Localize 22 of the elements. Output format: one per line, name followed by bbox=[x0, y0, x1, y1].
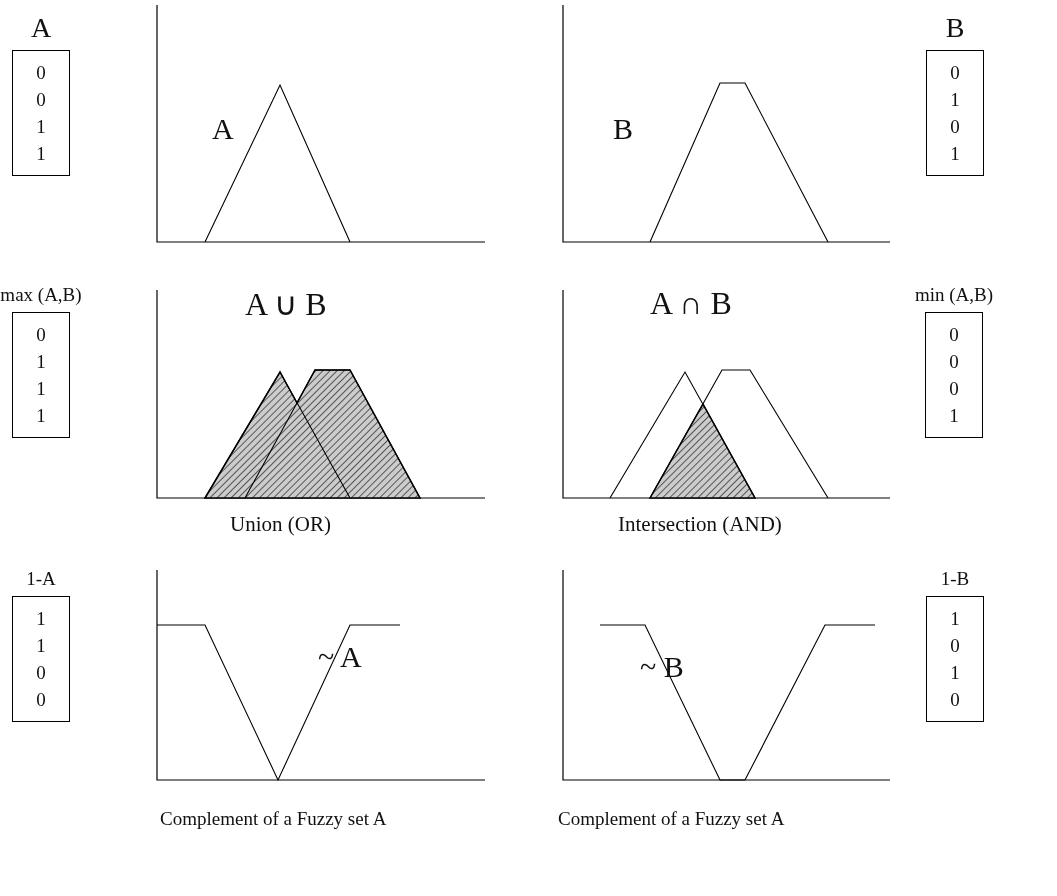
plot-caption: Union (OR) bbox=[230, 512, 331, 537]
membership-value-table: 1 0 1 0 bbox=[926, 596, 984, 722]
plot-caption: Complement of a Fuzzy set A bbox=[558, 808, 785, 830]
operation-symbol: A ∩ B bbox=[650, 285, 732, 322]
set-heading: 1-A bbox=[26, 568, 56, 590]
set-heading: 1-B bbox=[940, 568, 970, 590]
set-heading: A bbox=[30, 12, 52, 44]
set-heading: B bbox=[945, 12, 965, 44]
membership-value-table: 0 0 0 1 bbox=[925, 312, 983, 438]
membership-value-table: 0 0 1 1 bbox=[12, 50, 70, 176]
curve-label: B bbox=[613, 112, 633, 146]
operation-symbol: ~ B bbox=[640, 650, 684, 684]
membership-value-table: 0 1 0 1 bbox=[926, 50, 984, 176]
curve-label: A bbox=[212, 112, 234, 146]
membership-value-table: 0 1 1 1 bbox=[12, 312, 70, 438]
operation-symbol: ~ A bbox=[318, 640, 362, 674]
plot-caption: Complement of a Fuzzy set A bbox=[160, 808, 387, 830]
set-heading: max (A,B) bbox=[0, 284, 82, 306]
membership-value-table: 1 1 0 0 bbox=[12, 596, 70, 722]
set-heading: min (A,B) bbox=[914, 284, 994, 306]
operation-symbol: A ∪ B bbox=[245, 285, 327, 323]
plot-caption: Intersection (AND) bbox=[618, 512, 782, 537]
